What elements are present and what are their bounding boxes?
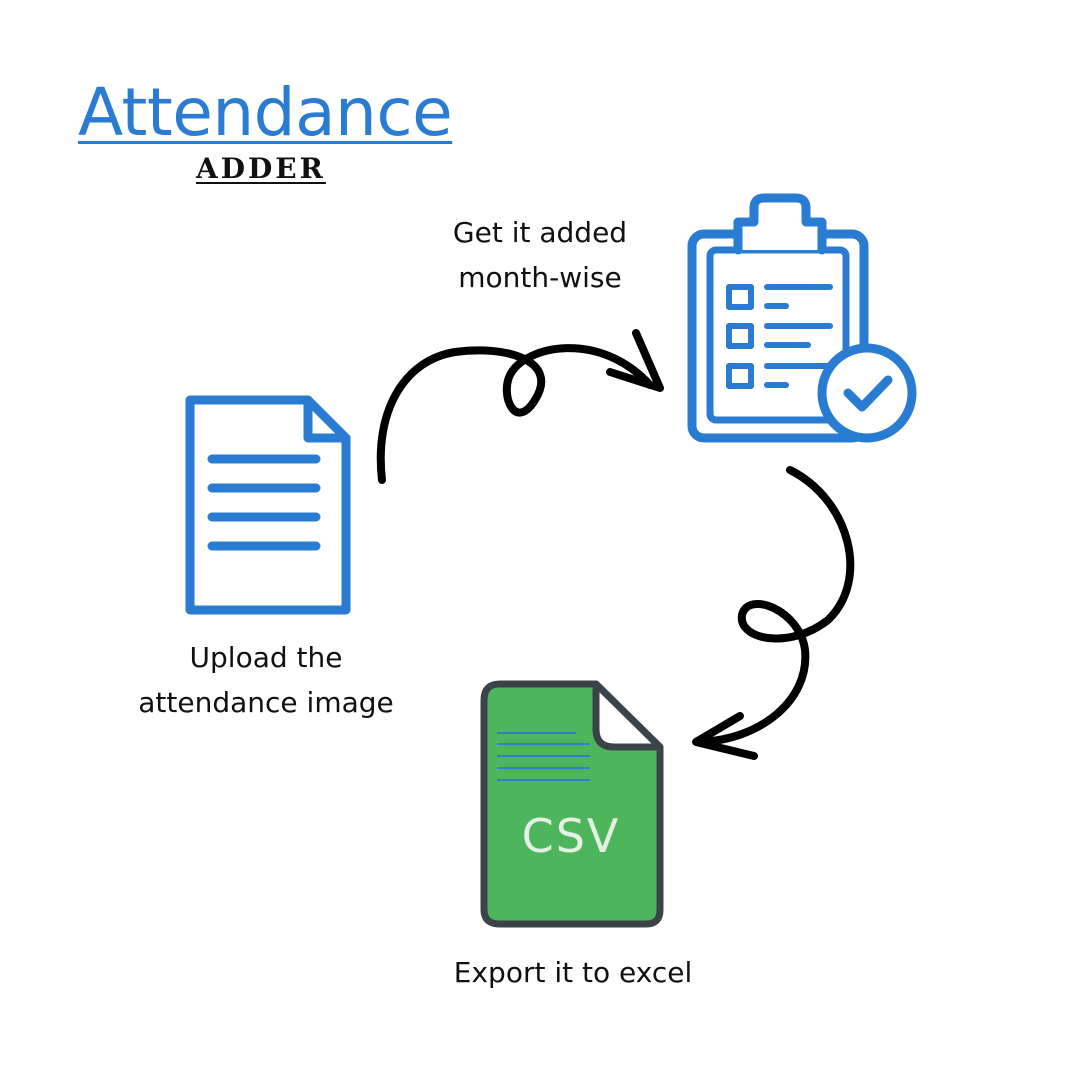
csv-file-icon: CSV xyxy=(480,680,664,928)
app-title: Attendance xyxy=(78,74,453,151)
step-add-caption-line1: Get it added xyxy=(452,216,628,249)
curved-arrow-to-clipboard xyxy=(376,329,664,484)
document-icon xyxy=(185,395,351,615)
clipboard-checklist-icon xyxy=(687,193,917,443)
step-upload-caption: Upload the attendance image xyxy=(110,635,422,725)
curved-arrow-to-csv xyxy=(692,466,855,760)
app-subtitle: ADDER xyxy=(196,152,326,185)
step-upload-caption-line1: Upload the xyxy=(189,641,343,674)
csv-file-label: CSV xyxy=(522,809,621,863)
step-export-caption: Export it to excel xyxy=(453,956,693,989)
step-add-caption-line2: month-wise xyxy=(458,261,622,294)
step-add-caption: Get it added month-wise xyxy=(430,210,650,300)
step-upload-caption-line2: attendance image xyxy=(138,686,394,719)
